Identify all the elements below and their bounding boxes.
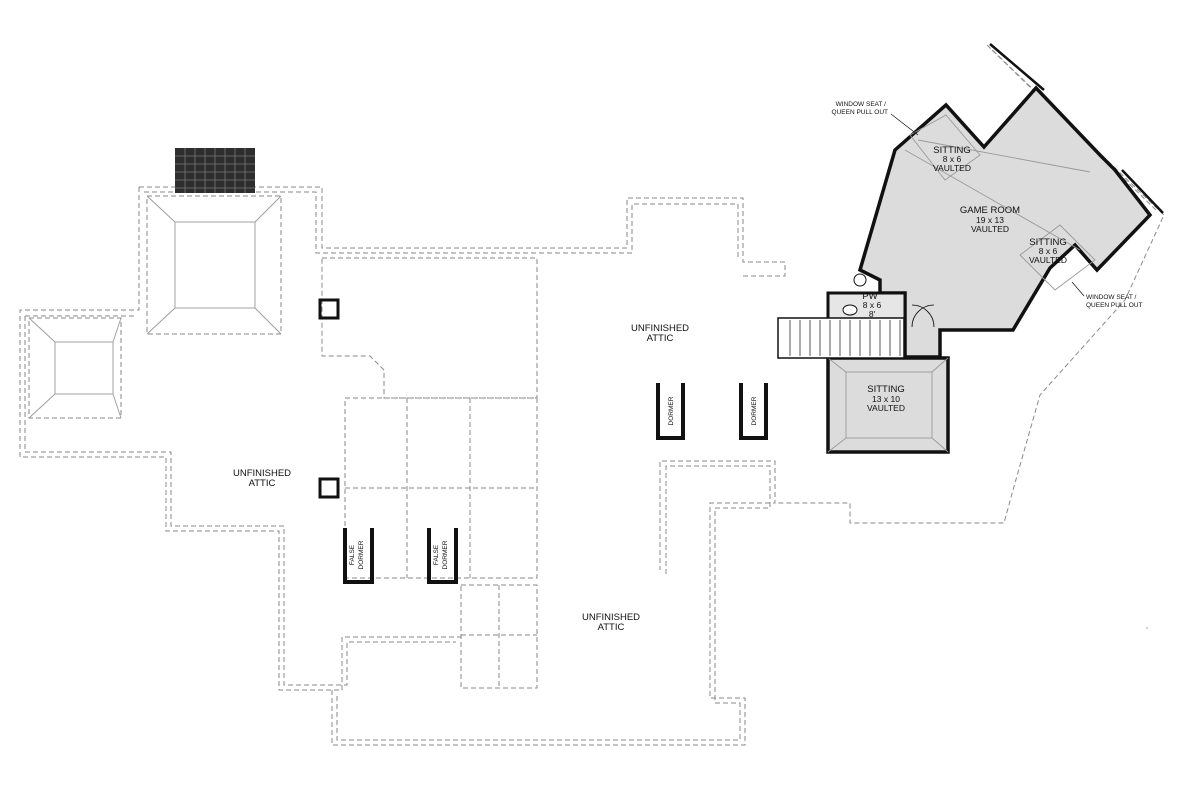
exterior-wall-window	[989, 43, 1164, 214]
svg-text:DORMER: DORMER	[442, 540, 449, 569]
svg-text:8 x 6: 8 x 6	[863, 300, 882, 310]
vent-box	[318, 298, 340, 320]
false-dormer: FALSE DORMER	[343, 528, 374, 584]
svg-text:ATTIC: ATTIC	[249, 478, 276, 489]
svg-text:8 x 6: 8 x 6	[943, 154, 962, 164]
svg-text:VAULTED: VAULTED	[1029, 255, 1067, 265]
svg-text:UNFINISHED: UNFINISHED	[233, 468, 291, 479]
svg-text:GAME ROOM: GAME ROOM	[960, 205, 1020, 216]
svg-text:8 x 6: 8 x 6	[1039, 246, 1058, 256]
dormer: DORMER	[739, 383, 768, 440]
attic-grid	[321, 257, 538, 689]
roof-outline	[19, 44, 1165, 746]
svg-text:PW: PW	[862, 291, 877, 302]
svg-text:DORMER: DORMER	[751, 396, 758, 425]
stray-mark	[1146, 627, 1148, 629]
area-label-attic-left: UNFINISHED ATTIC	[233, 468, 291, 489]
area-label-attic-bottom: UNFINISHED ATTIC	[582, 612, 640, 633]
note-window-seat-right: WINDOW SEAT / QUEEN PULL OUT	[1071, 281, 1142, 309]
dormer: DORMER	[656, 383, 685, 440]
hip-roof-upper-left	[146, 195, 282, 335]
svg-text:SITTING: SITTING	[1029, 237, 1066, 248]
vent-box	[318, 477, 340, 499]
finished-rooms	[777, 85, 1153, 454]
room-label-powder: PW 8 x 6 8'	[862, 291, 881, 319]
svg-text:ATTIC: ATTIC	[647, 333, 674, 344]
hip-roof-left	[28, 317, 122, 419]
svg-text:ATTIC: ATTIC	[598, 622, 625, 633]
svg-text:SITTING: SITTING	[867, 384, 904, 395]
svg-text:8': 8'	[869, 309, 876, 319]
svg-text:DORMER: DORMER	[358, 540, 365, 569]
svg-text:WINDOW SEAT /: WINDOW SEAT /	[836, 101, 887, 108]
svg-text:DORMER: DORMER	[668, 396, 675, 425]
svg-text:UNFINISHED: UNFINISHED	[631, 323, 689, 334]
room-label-sitting-right: SITTING 8 x 6 VAULTED	[1029, 237, 1067, 265]
svg-text:QUEEN PULL OUT: QUEEN PULL OUT	[1086, 302, 1142, 309]
svg-text:VAULTED: VAULTED	[867, 403, 905, 413]
chimney	[175, 148, 255, 193]
area-label-attic-center: UNFINISHED ATTIC	[631, 323, 689, 344]
svg-text:SITTING: SITTING	[933, 145, 970, 156]
room-label-sitting-top: SITTING 8 x 6 VAULTED	[933, 145, 971, 173]
svg-text:VAULTED: VAULTED	[933, 163, 971, 173]
svg-text:UNFINISHED: UNFINISHED	[582, 612, 640, 623]
room-label-sitting-lower: SITTING 13 x 10 VAULTED	[867, 384, 905, 413]
svg-text:QUEEN PULL OUT: QUEEN PULL OUT	[832, 109, 888, 116]
false-dormer: FALSE DORMER	[427, 528, 458, 584]
svg-text:VAULTED: VAULTED	[971, 224, 1009, 234]
note-window-seat-top: WINDOW SEAT / QUEEN PULL OUT	[832, 101, 919, 136]
svg-text:19 x 13: 19 x 13	[976, 215, 1004, 225]
stair	[777, 317, 905, 359]
svg-text:FALSE: FALSE	[433, 544, 440, 565]
svg-text:FALSE: FALSE	[349, 544, 356, 565]
svg-text:WINDOW SEAT /: WINDOW SEAT /	[1086, 294, 1137, 301]
room-label-game-room: GAME ROOM 19 x 13 VAULTED	[960, 205, 1020, 234]
svg-text:13 x 10: 13 x 10	[872, 394, 900, 404]
